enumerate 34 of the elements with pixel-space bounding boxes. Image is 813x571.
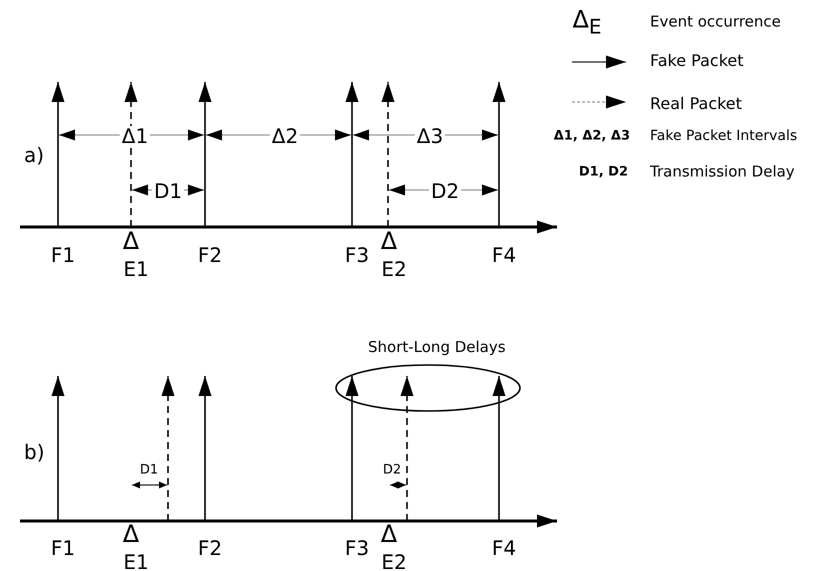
packet-label: F4 xyxy=(492,538,516,558)
packet-label: F1 xyxy=(50,245,76,265)
legend-text: Fake Packet xyxy=(650,53,744,69)
event-label: E2 xyxy=(381,259,407,279)
panel-label: b) xyxy=(24,442,44,462)
event-marker: Δ xyxy=(122,229,140,253)
packet-label: F2 xyxy=(198,538,222,558)
legend-key: Δ$_{E}$ xyxy=(572,8,602,36)
packet-label: F4 xyxy=(492,245,516,265)
legend-text: Event occurrence xyxy=(650,14,781,30)
legend-text: Transmission Delay xyxy=(650,164,795,180)
event-marker: Δ xyxy=(380,522,398,546)
panel-label: a) xyxy=(24,145,44,165)
event-label: E1 xyxy=(123,552,149,571)
delay-label: D2 xyxy=(382,464,402,476)
delay-label: D2 xyxy=(428,181,462,201)
legend-key: D1, D2 xyxy=(578,166,628,178)
interval-label: Δ2 xyxy=(270,126,300,146)
delay-label: D1 xyxy=(152,181,184,201)
delay-label: D1 xyxy=(140,464,158,476)
legend-text: Fake Packet Intervals xyxy=(650,129,798,143)
event-marker: Δ xyxy=(380,229,398,253)
interval-label: Δ1 xyxy=(120,126,150,146)
packet-label: F1 xyxy=(50,538,76,558)
event-marker: Δ xyxy=(122,522,140,546)
group-label: Short-Long Delays xyxy=(368,340,506,355)
interval-label: Δ3 xyxy=(414,126,446,146)
packet-label: F2 xyxy=(198,245,222,265)
event-label: E1 xyxy=(123,259,149,279)
packet-label: F3 xyxy=(344,245,370,265)
packet-label: F3 xyxy=(344,538,370,558)
event-label: E2 xyxy=(381,552,407,571)
legend-key: Δ1, Δ2, Δ3 xyxy=(554,130,630,142)
legend-text: Real Packet xyxy=(650,96,742,112)
